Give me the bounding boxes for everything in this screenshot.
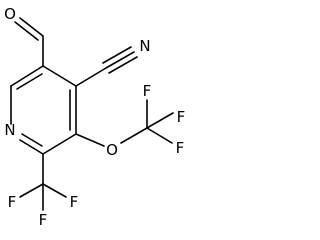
bond-cf3-f-right (42, 183, 67, 198)
cf3-fluorine-left-label: F (8, 193, 17, 211)
ether-oxygen-label: O (106, 141, 118, 159)
bond-c3-o (75, 133, 105, 147)
bond-cn-triple-2 (102, 46, 132, 64)
ocf3-fluorine-bottom-label: F (176, 139, 185, 157)
bond-c5-c6-inner (16, 73, 43, 90)
bond-c2-n-inner (21, 133, 43, 147)
bond-c2-n (19, 139, 44, 155)
bond-c3-c2 (42, 133, 77, 155)
cf3-fluorine-right-label: F (70, 193, 79, 211)
structure-drawing: O N N O F F F F F F (4, 5, 186, 229)
aldehyde-oxygen-label: O (4, 5, 16, 23)
bond-cho-c-o-1 (19, 17, 44, 37)
bond-o-cf3 (120, 127, 148, 144)
bond-cho-c-o-2 (14, 21, 39, 41)
bond-cn-triple-1 (105, 51, 135, 69)
nitrile-nitrogen-label: N (139, 37, 150, 55)
ring-nitrogen-label: N (4, 121, 15, 139)
bond-c5-c6 (10, 65, 44, 87)
bond-c5-c4 (42, 65, 77, 87)
bond-c4-cn (75, 67, 107, 87)
bond-ocf3-f-right (146, 112, 174, 129)
bond-ocf3-f-bottom (146, 127, 173, 144)
cf3-fluorine-bottom-label: F (39, 211, 48, 229)
molecule-canvas: O N N O F F F F F F (4, 5, 186, 229)
ocf3-fluorine-right-label: F (177, 108, 186, 126)
bond-cn-triple-3 (108, 56, 138, 74)
ocf3-fluorine-top-label: F (143, 82, 152, 100)
bond-cf3-f-left (19, 183, 44, 198)
